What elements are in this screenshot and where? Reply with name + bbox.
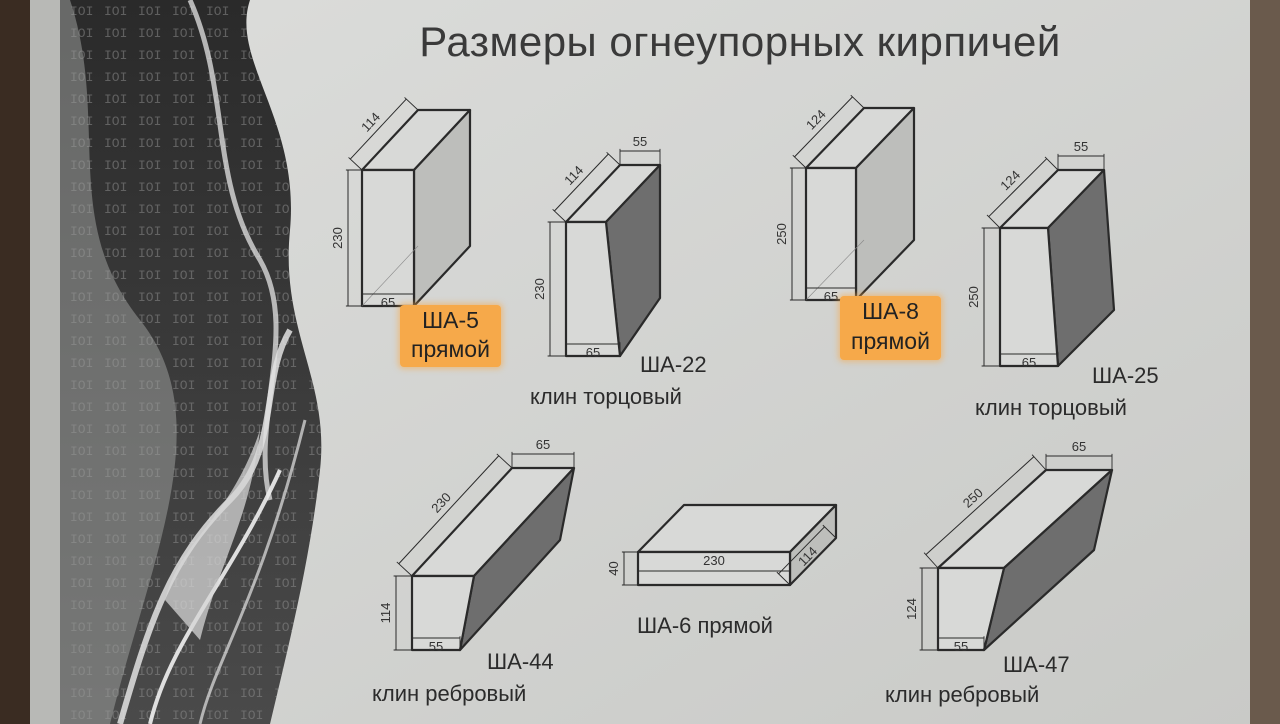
sha8-hidden-edge bbox=[805, 239, 865, 301]
sha25-code: ША-25 bbox=[1092, 363, 1159, 388]
sha47-code: ША-47 bbox=[1003, 652, 1070, 677]
sha44-dim-length-ext1 bbox=[396, 561, 413, 577]
sha47-dim-length-ext1 bbox=[923, 552, 939, 569]
sha25-dim-55: 55 bbox=[1074, 139, 1088, 154]
sha44-dim-length-line bbox=[398, 455, 500, 565]
sha8-type: прямой bbox=[851, 328, 930, 354]
sha22-dim-depth-ext1 bbox=[552, 209, 567, 223]
sha22-dim-depth-ext2 bbox=[606, 152, 621, 166]
sha44-dim-65: 65 bbox=[536, 437, 550, 452]
sha47-type: клин ребровый bbox=[885, 682, 1040, 707]
sha8-dim-length-ext1 bbox=[792, 154, 807, 169]
sha5-dim-length-ext2 bbox=[404, 97, 419, 111]
highlight-sha5 bbox=[400, 305, 501, 367]
sha25-type: клин торцовый bbox=[975, 395, 1127, 420]
sha25-dim-250: 250 bbox=[966, 286, 981, 308]
sha5-front-face bbox=[360, 168, 416, 308]
sha22-type: клин торцовый bbox=[530, 384, 682, 409]
sha44-dim-length-ext2 bbox=[496, 453, 513, 469]
sha6-dim-depth-ext2 bbox=[822, 524, 837, 539]
page-title: Размеры огнеупорных кирпичей bbox=[419, 18, 1061, 65]
sha22-dim-depth-line bbox=[554, 153, 609, 212]
sha22-dim-230: 230 bbox=[532, 278, 547, 300]
sha47-dim-55: 55 bbox=[954, 639, 968, 654]
sha5-dim-65: 65 bbox=[381, 295, 395, 310]
sha25-dim-depth-line bbox=[988, 158, 1048, 218]
sha6-dim-40: 40 bbox=[606, 561, 621, 575]
sha25-dim-65: 65 bbox=[1022, 355, 1036, 370]
sha47-dim-length-line bbox=[925, 456, 1035, 556]
sha6-dim-230: 230 bbox=[703, 553, 725, 568]
sha8-front-face bbox=[804, 166, 858, 302]
sha8-dim-length-ext2 bbox=[850, 94, 865, 109]
sha6-code: ША-6 прямой bbox=[637, 613, 773, 638]
sha8-dim-250: 250 bbox=[774, 223, 789, 245]
sha8-dim-length-line bbox=[794, 96, 853, 158]
sha47-dim-65: 65 bbox=[1072, 439, 1086, 454]
flame-decoration bbox=[60, 0, 322, 724]
sha47-dim-length-ext2 bbox=[1031, 454, 1047, 471]
sha44-dim-55: 55 bbox=[429, 639, 443, 654]
sha44-type: клин ребровый bbox=[372, 681, 527, 706]
board-right-edge bbox=[1250, 0, 1280, 724]
sha6-dim-depth-ext1 bbox=[776, 571, 791, 586]
sha25-front-face bbox=[998, 226, 1060, 368]
sha5-hidden-edge bbox=[361, 245, 419, 307]
sha5-dim-length-ext1 bbox=[348, 157, 363, 171]
sha6-dim-depth-line bbox=[778, 526, 825, 575]
sha25-dim-depth-ext2 bbox=[1044, 156, 1059, 171]
sha5-code: ША-5 bbox=[422, 307, 479, 333]
highlight-sha8 bbox=[840, 296, 941, 360]
sha22-dim-65: 65 bbox=[586, 345, 600, 360]
sha22-code: ША-22 bbox=[640, 352, 707, 377]
sha44-code: ША-44 bbox=[487, 649, 554, 674]
sha22-dim-55: 55 bbox=[633, 134, 647, 149]
sha5-dim-230: 230 bbox=[330, 227, 345, 249]
sha25-dim-depth-ext1 bbox=[986, 214, 1001, 229]
sha8-dim-65: 65 bbox=[824, 289, 838, 304]
sha8-code: ША-8 bbox=[862, 298, 919, 324]
sha44-dim-114: 114 bbox=[378, 603, 393, 624]
sha5-dim-length-line bbox=[349, 98, 407, 160]
sha5-type: прямой bbox=[411, 336, 490, 362]
sha47-dim-124: 124 bbox=[904, 598, 919, 620]
